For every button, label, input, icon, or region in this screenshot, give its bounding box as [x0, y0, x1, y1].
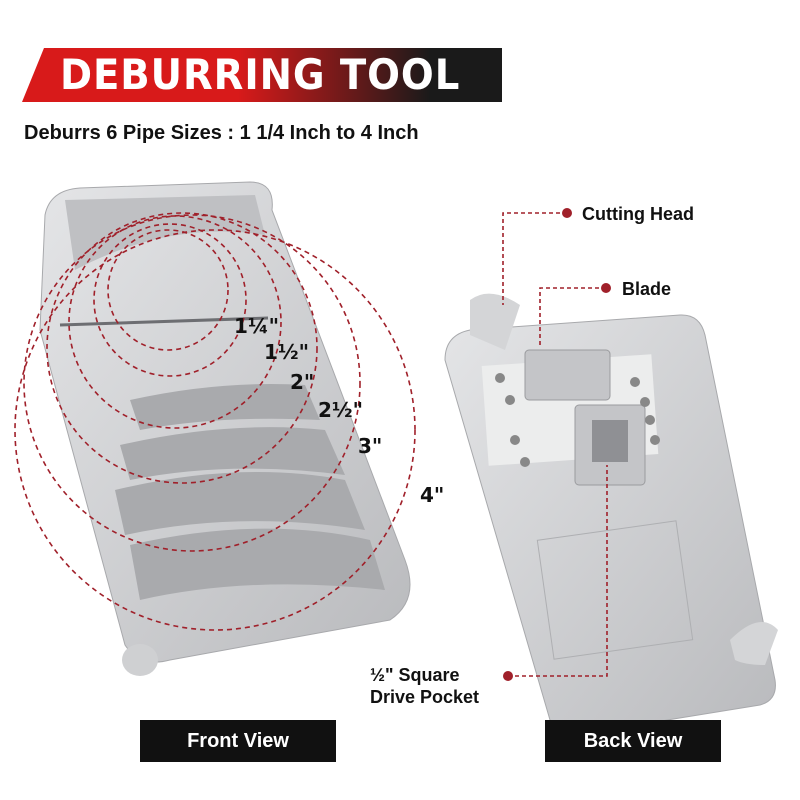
drive-pocket-label: ½" Square Drive Pocket — [370, 664, 479, 708]
cutting-head-label: Cutting Head — [582, 204, 694, 224]
blade-leader — [539, 287, 606, 348]
circle-2-1-2 — [46, 212, 318, 484]
size-label-4: 4" — [420, 483, 445, 507]
size-label-1-1-4: 1¼" — [234, 314, 280, 338]
cutting-head-dot — [562, 208, 572, 218]
title-banner — [22, 48, 502, 102]
drive-pocket-label-line2: Drive Pocket — [370, 687, 480, 707]
drive-pocket-label-line1: ½" Square — [370, 665, 460, 685]
title: DEBURRING TOOL — [60, 50, 461, 99]
back-view-tool — [444, 293, 778, 736]
circle-3 — [23, 214, 361, 552]
circle-1-1-4 — [107, 229, 229, 351]
blade-dot — [601, 283, 611, 293]
size-label-1-1-2: 1½" — [264, 340, 310, 364]
subtitle: Deburrs 6 Pipe Sizes : 1 1/4 Inch to 4 I… — [24, 122, 419, 144]
front-view-label: Front View — [140, 720, 336, 762]
circle-4 — [14, 229, 416, 631]
size-label-2: 2" — [290, 370, 315, 394]
cutting-head-leader — [502, 212, 567, 305]
drive-pocket-dot — [503, 671, 513, 681]
front-view-tool — [39, 181, 411, 676]
blade-label: Blade — [622, 279, 672, 299]
drive-pocket-leader — [508, 465, 608, 677]
back-view-label: Back View — [545, 720, 721, 762]
size-label-2-1-2: 2½" — [318, 398, 364, 422]
circle-1-1-2 — [93, 223, 247, 377]
size-label-3: 3" — [358, 434, 383, 458]
